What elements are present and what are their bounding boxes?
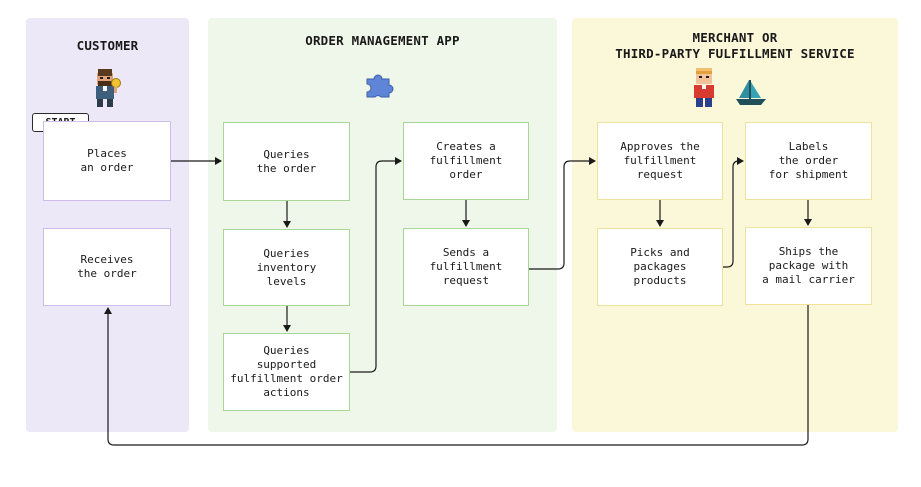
arrow-actions-to-create: [350, 157, 402, 373]
step-queries-fulfillment-actions: Queries supported fulfillment order acti…: [223, 333, 350, 411]
merchant-avatar-icon: [694, 68, 714, 107]
arrow-send-to-approve: [529, 157, 596, 270]
order-management-app-lane-title: ORDER MANAGEMENT APP: [305, 33, 460, 48]
merchant-lane-title: MERCHANT OR THIRD-PARTY FULFILLMENT SERV…: [615, 30, 855, 61]
step-ships-package: Ships the package with a mail carrier: [745, 227, 872, 305]
step-labels-order: Labels the order for shipment: [745, 122, 872, 200]
sailboat-icon: [736, 80, 766, 105]
puzzle-piece-icon: [366, 74, 394, 98]
step-picks-packages: Picks and packages products: [597, 228, 723, 306]
step-queries-inventory: Queries inventory levels: [223, 229, 350, 306]
merchant-fulfillment-lane: [572, 18, 898, 432]
step-sends-fulfillment-request: Sends a fulfillment request: [403, 228, 529, 306]
arrow-ship-to-receive: [104, 305, 809, 446]
customer-lane-title: CUSTOMER: [76, 38, 139, 53]
arrow-pick-to-label: [723, 157, 744, 268]
step-receives-order: Receives the order: [43, 228, 171, 306]
step-places-order: Places an order: [43, 121, 171, 201]
customer-avatar-icon: [96, 69, 121, 107]
step-queries-order: Queries the order: [223, 122, 350, 201]
step-approves-request: Approves the fulfillment request: [597, 122, 723, 200]
step-creates-fulfillment-order: Creates a fulfillment order: [403, 122, 529, 200]
